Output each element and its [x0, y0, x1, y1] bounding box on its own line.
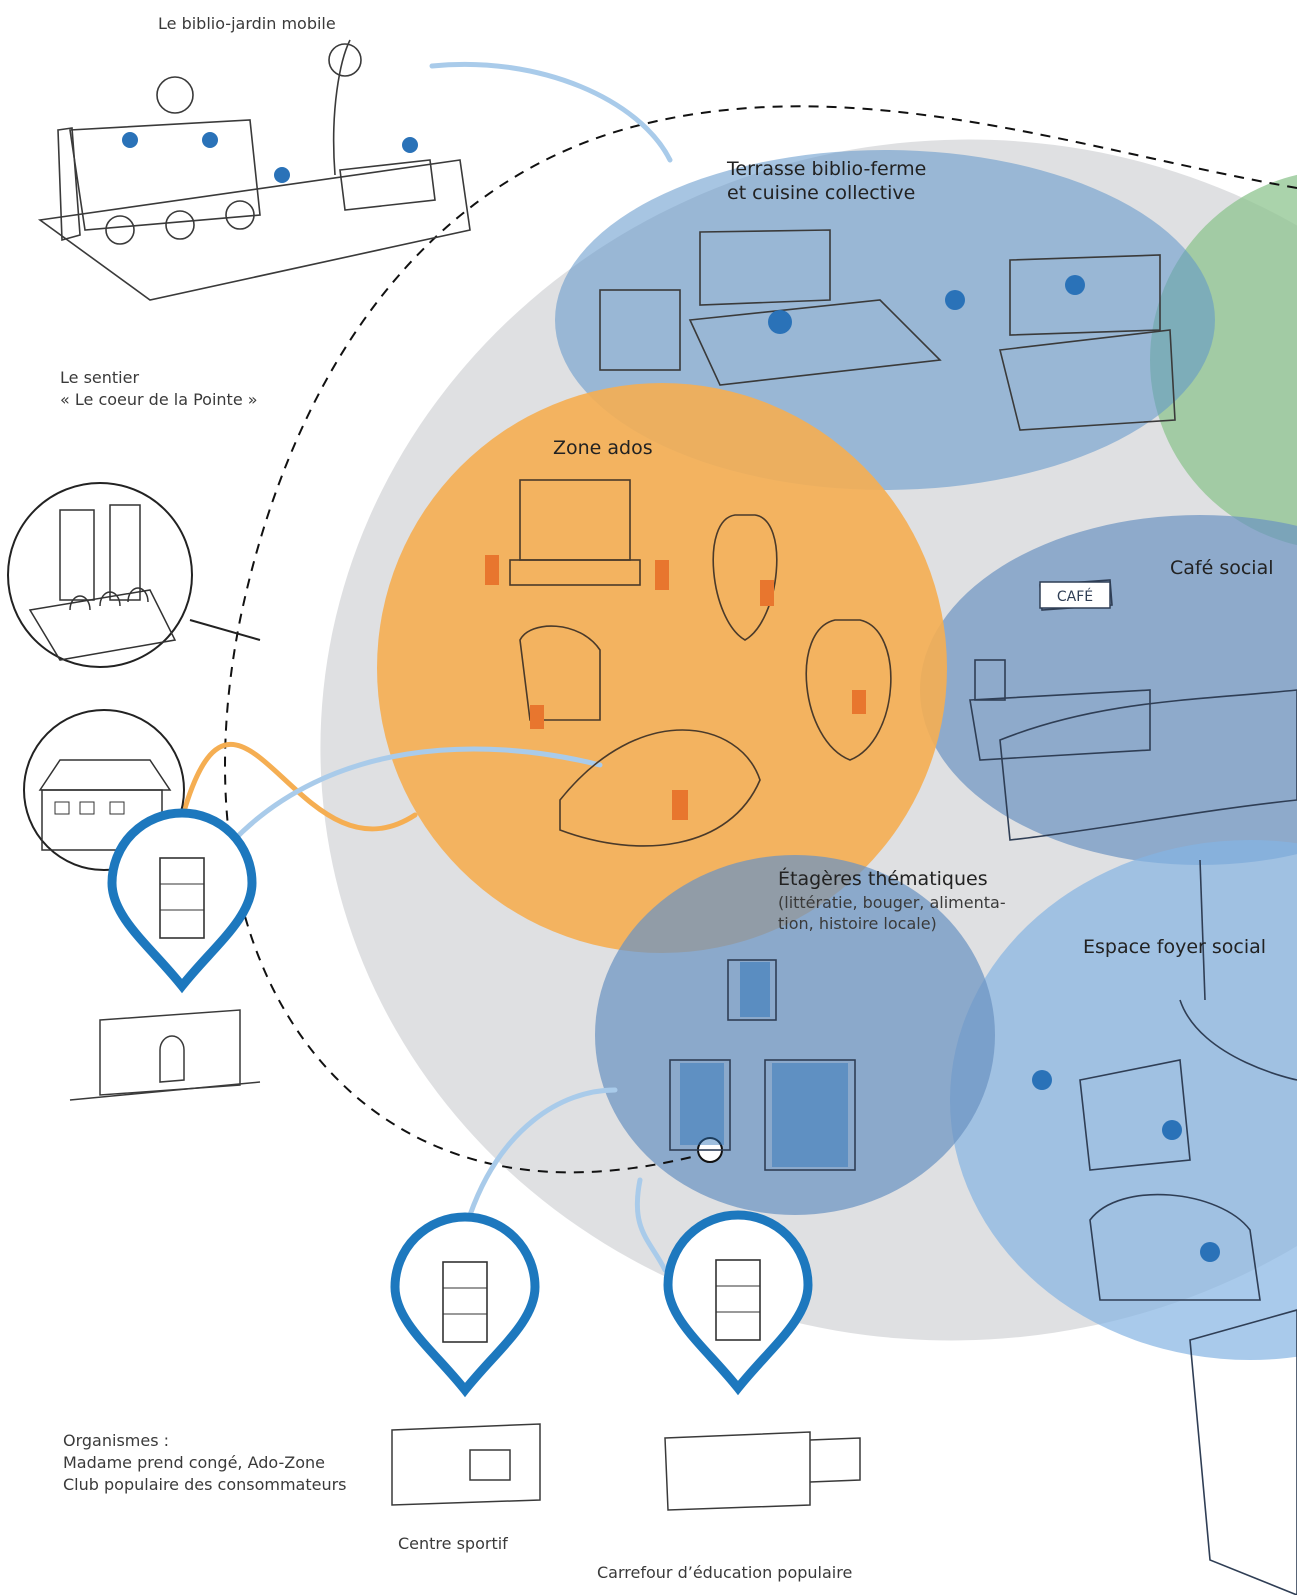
sentier-label-line2: « Le coeur de la Pointe »: [60, 390, 258, 409]
organismes-building: [69, 1009, 261, 1101]
bookshelf-icon: [159, 857, 205, 939]
zone-ados-label: Zone ados: [553, 437, 653, 459]
centre-sportif-building: [391, 1423, 541, 1506]
bookshelf-icon: [715, 1259, 761, 1341]
terrasse-label-line2: et cuisine collective: [727, 182, 916, 204]
etageres-zone: [595, 855, 995, 1215]
carrefour-building: [664, 1431, 861, 1511]
church-vignette: [7, 482, 261, 668]
cafe-sign-icon: CAFÉ: [1039, 581, 1111, 609]
foyer-zone: [950, 840, 1297, 1360]
etageres-label-line3: tion, histoire locale): [778, 914, 937, 933]
connector-carrefour: [634, 1177, 668, 1273]
cafe-zone: [920, 515, 1297, 865]
biblio-jardin-label: Le biblio-jardin mobile: [158, 14, 336, 33]
organismes-label-line3: Club populaire des consommateurs: [63, 1475, 347, 1494]
centre-sportif-label: Centre sportif: [398, 1534, 508, 1553]
connector-organismes-blue: [229, 746, 603, 845]
foyer-sketch: [1032, 859, 1297, 1595]
pin-centre-sportif[interactable]: [390, 1212, 540, 1398]
foyer-social-label: Espace foyer social: [1083, 936, 1267, 958]
bookshelf-icon: [442, 1261, 488, 1343]
carrefour-label: Carrefour d’éducation populaire: [597, 1563, 853, 1582]
etageres-sketch: [669, 959, 856, 1171]
svg-text:CAFÉ: CAFÉ: [1057, 588, 1093, 605]
etageres-label-line1: Étagères thématiques: [778, 868, 988, 890]
biblio-jardin-sketch: [37, 39, 471, 301]
pin-organismes[interactable]: [107, 808, 257, 994]
connector-organismes-orange: [182, 742, 418, 832]
ados-sketch: [485, 479, 892, 847]
pin-carrefour[interactable]: [663, 1210, 813, 1396]
sentier-label-line1: Le sentier: [60, 368, 140, 387]
connector-centre-sportif: [467, 1087, 618, 1218]
sentier-dashed-path: [224, 105, 1297, 1174]
organismes-label-line1: Organismes :: [63, 1431, 170, 1450]
connector-biblio-jardin: [429, 61, 673, 163]
terrasse-sketch: [599, 229, 1176, 431]
cafe-social-label: Café social: [1170, 557, 1274, 579]
etageres-label-line2: (littératie, bouger, alimenta-: [778, 893, 1006, 912]
organismes-label-line2: Madame prend congé, Ado-Zone: [63, 1453, 326, 1472]
terrasse-label-line1: Terrasse biblio-ferme: [727, 158, 927, 180]
